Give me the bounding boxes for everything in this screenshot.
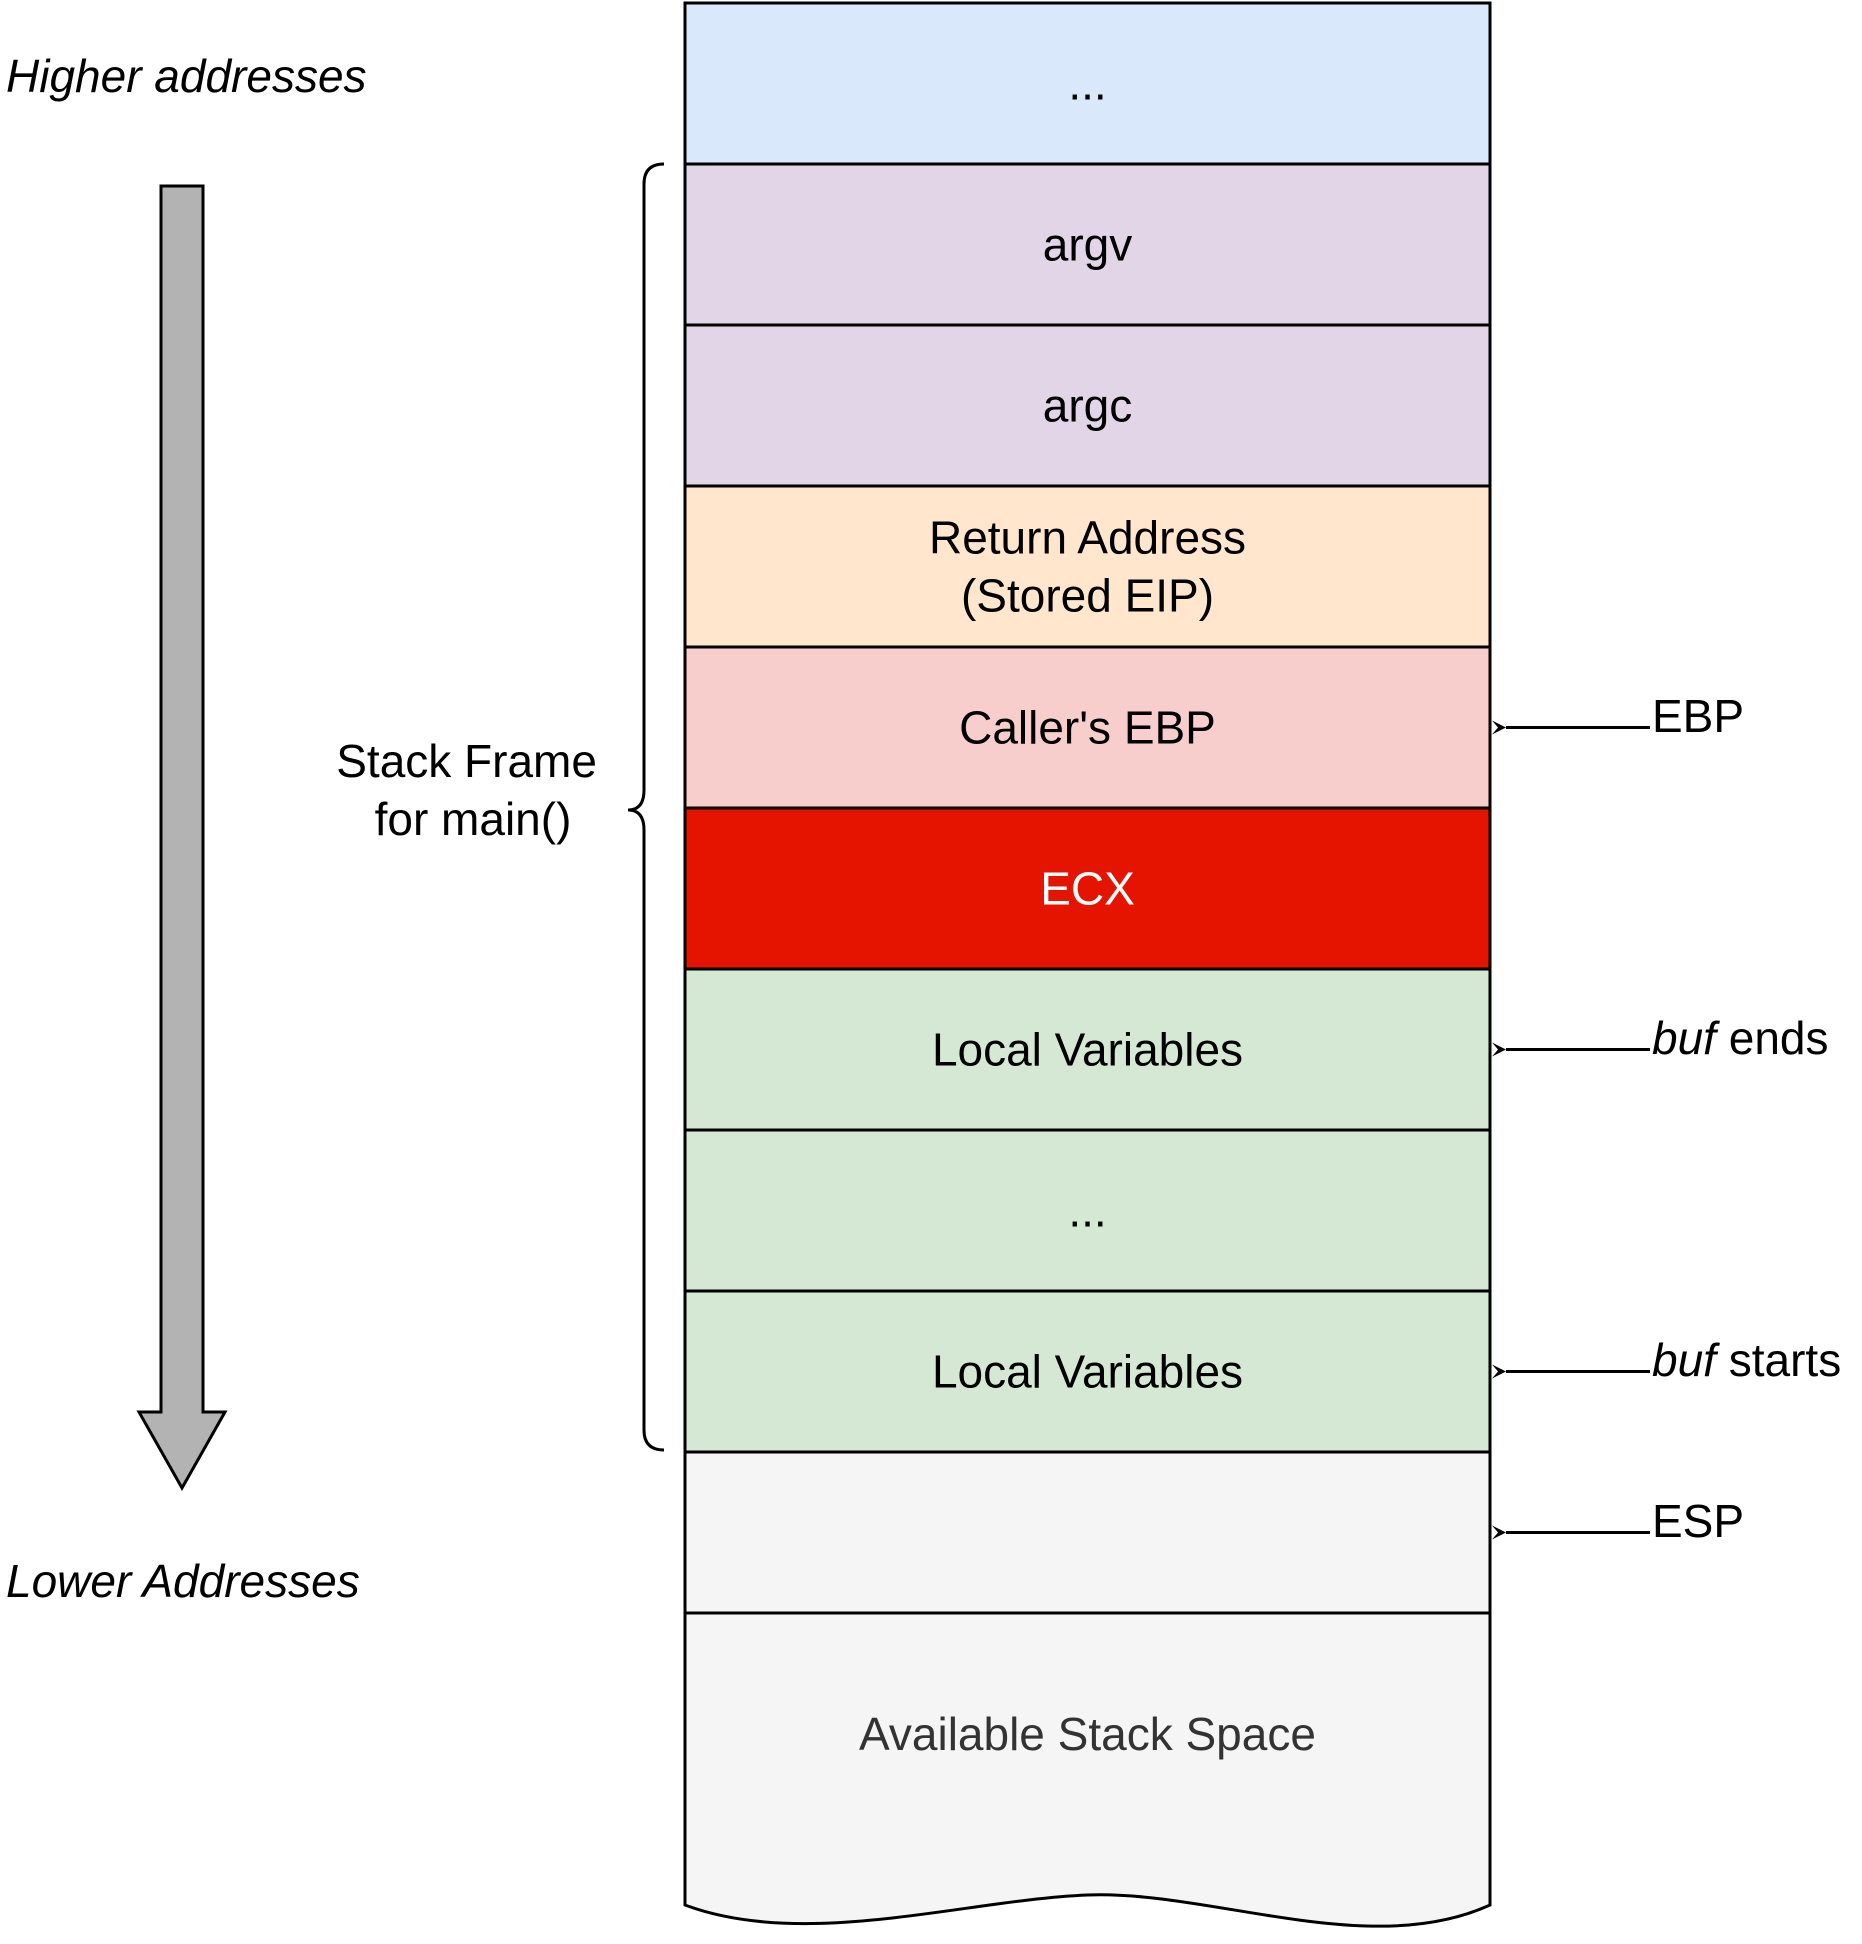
available-stack-space-label: Available Stack Space xyxy=(859,1708,1316,1760)
pointer-label-esp-text: ESP xyxy=(1652,1495,1744,1547)
stack-cell-empty-slot xyxy=(683,1450,1492,1615)
stack-cell-return-address xyxy=(683,484,1492,649)
stack-cell-label-argc: argc xyxy=(1043,380,1132,432)
stack-frame-label: Stack Frame for main() xyxy=(336,735,610,845)
pointer-label-buf-starts: buf starts xyxy=(1652,1334,1841,1386)
lower-addresses-label: Lower Addresses xyxy=(6,1555,360,1607)
stack-cell-local-vars-lower xyxy=(683,1289,1492,1454)
stack-cell-label-callers-ebp: Caller's EBP xyxy=(959,702,1216,754)
stack-cell-label-ecx: ECX xyxy=(1040,863,1135,915)
stack-cell-label-argv: argv xyxy=(1043,219,1132,271)
pointer-label-buf-ends-text: ends xyxy=(1716,1012,1829,1064)
stack-cell-label-return-address-line2: (Stored EIP) xyxy=(961,570,1214,622)
pointer-label-buf-starts-italic: buf xyxy=(1652,1334,1720,1386)
available-stack-space-block xyxy=(683,1611,1492,1928)
stack-cell-ecx xyxy=(683,806,1492,971)
higher-addresses-label: Higher addresses xyxy=(6,50,367,102)
stack-cell-local-vars-upper xyxy=(683,967,1492,1132)
stack-cell-label-return-address-line1: Return Address xyxy=(929,512,1246,564)
stack-cell-label-local-vars-upper: Local Variables xyxy=(932,1024,1243,1076)
stack-frame-label-line1: Stack Frame xyxy=(336,735,597,787)
pointer-label-ebp-text: EBP xyxy=(1652,690,1744,742)
stack-cell-label-top-ellipsis: ... xyxy=(1068,58,1106,110)
growth-direction-arrow xyxy=(136,184,228,1492)
available-stack-space: Available Stack Space xyxy=(683,1611,1492,1928)
stack-cell-label-local-ellipsis: ... xyxy=(1068,1185,1106,1237)
pointer-label-buf-ends: buf ends xyxy=(1652,1012,1828,1064)
stack-frame-label-line2: for main() xyxy=(375,793,572,845)
stack-cell-label-local-vars-lower: Local Variables xyxy=(932,1346,1243,1398)
stack-frame-brace xyxy=(627,162,665,1452)
stack-cell-argc xyxy=(683,323,1492,488)
stack-cell-callers-ebp xyxy=(683,645,1492,810)
stack-cell-top-ellipsis xyxy=(683,1,1492,166)
stack-cell-argv xyxy=(683,162,1492,327)
pointer-label-ebp: EBP xyxy=(1652,690,1744,742)
pointer-label-esp: ESP xyxy=(1652,1495,1744,1547)
pointer-label-buf-ends-italic: buf xyxy=(1652,1012,1720,1064)
pointer-label-buf-starts-text: starts xyxy=(1716,1334,1841,1386)
